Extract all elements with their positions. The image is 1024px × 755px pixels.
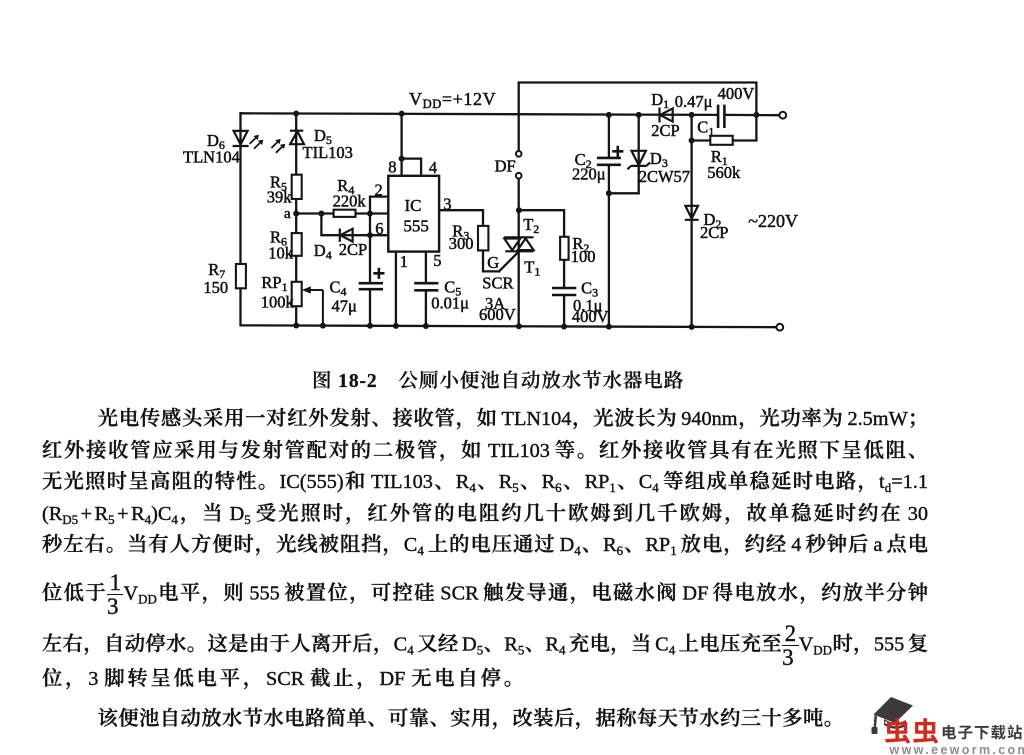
svg-text:IC: IC [405,196,422,215]
svg-text:2CP: 2CP [339,240,367,259]
svg-text:VDD=+12V: VDD=+12V [409,89,496,111]
svg-text:2CP: 2CP [651,121,679,140]
svg-text:0.47μ: 0.47μ [675,92,713,111]
svg-text:400V: 400V [572,307,609,326]
svg-text:a: a [284,206,291,222]
svg-text:0.01μ: 0.01μ [431,294,469,313]
svg-text:39k: 39k [267,188,293,207]
svg-text:300: 300 [449,234,474,253]
svg-text:3: 3 [443,195,451,214]
svg-text:150: 150 [203,278,228,297]
svg-text:100k: 100k [261,293,295,312]
svg-text:C4: C4 [330,278,347,299]
svg-text:T1: T1 [524,258,540,279]
svg-text:T2: T2 [523,215,539,236]
svg-text:8: 8 [388,158,396,177]
svg-text:1: 1 [400,252,408,271]
svg-text:虫: 虫 [884,710,911,749]
svg-text:SCR: SCR [482,274,513,293]
svg-text:虫: 虫 [912,710,939,749]
svg-text:400V: 400V [718,84,755,103]
svg-text:www.eeworm.com: www.eeworm.com [889,743,1024,755]
svg-text:560k: 560k [707,163,741,182]
svg-text:C1: C1 [697,118,714,139]
svg-text:G: G [487,253,499,272]
svg-text:100: 100 [571,247,596,266]
svg-text:555: 555 [403,217,429,236]
svg-text:D4: D4 [314,241,332,262]
svg-text:0.1μ: 0.1μ [573,296,603,315]
svg-text:电子下载站: 电子下载站 [941,721,1024,743]
svg-text:RP1: RP1 [261,273,287,294]
svg-text:220k: 220k [333,192,367,211]
svg-text:600V: 600V [479,305,516,324]
svg-text:TIL103: TIL103 [303,143,353,162]
svg-text:TLN104: TLN104 [183,148,240,167]
svg-text:R6: R6 [270,228,287,249]
svg-text:3A: 3A [485,294,505,313]
svg-text:2: 2 [375,181,383,200]
svg-text:220μ: 220μ [572,165,606,184]
svg-text:2CP: 2CP [700,223,728,242]
svg-text:~220V: ~220V [748,211,798,231]
svg-text:47μ: 47μ [332,297,358,316]
svg-text:4: 4 [429,158,437,177]
svg-text:10k: 10k [268,244,294,263]
svg-text:6: 6 [375,219,383,238]
svg-text:D1: D1 [651,90,669,111]
svg-text:5: 5 [433,251,441,270]
svg-text:DF: DF [495,157,516,176]
svg-text:2CW57: 2CW57 [639,167,690,186]
